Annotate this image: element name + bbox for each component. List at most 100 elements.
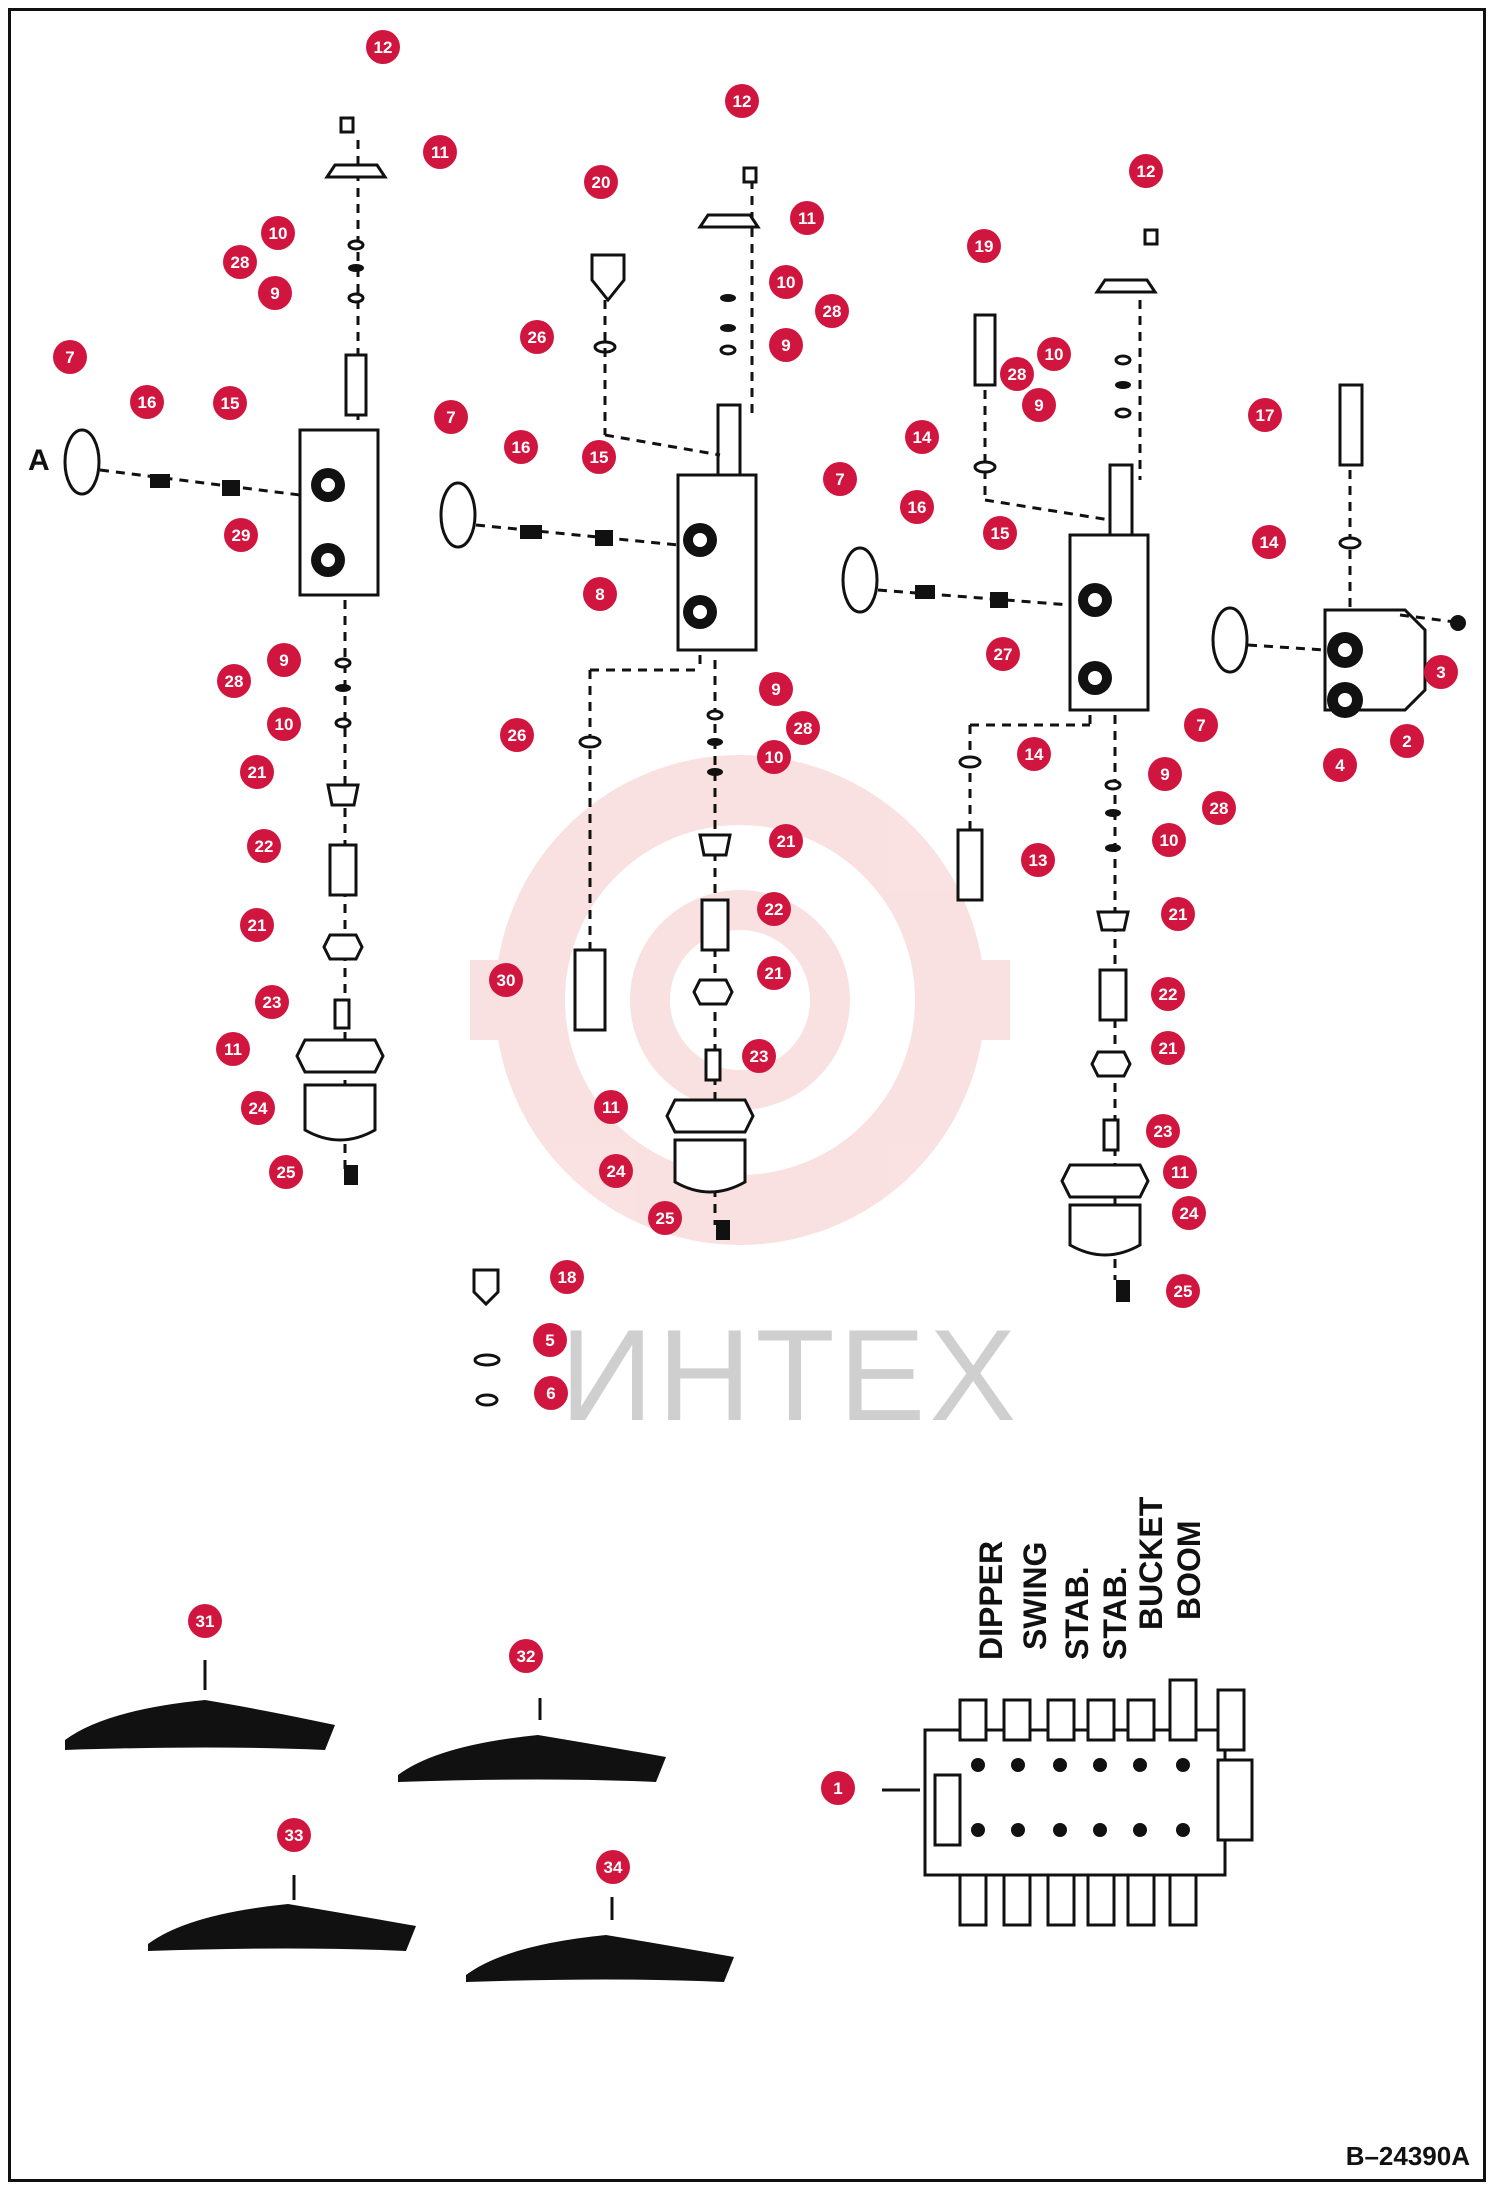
callout-19: 19 bbox=[967, 229, 1001, 263]
section-label-dipper: DIPPER bbox=[973, 1541, 1009, 1660]
callout-15c: 15 bbox=[983, 516, 1017, 550]
callout-9c: 9 bbox=[769, 328, 803, 362]
callout-32: 32 bbox=[509, 1639, 543, 1673]
svg-text:23: 23 bbox=[263, 993, 282, 1012]
svg-text:10: 10 bbox=[765, 748, 784, 767]
svg-text:14: 14 bbox=[1260, 533, 1279, 552]
callout-17: 17 bbox=[1248, 398, 1282, 432]
callout-28b: 28 bbox=[217, 664, 251, 698]
callout-4: 4 bbox=[1323, 748, 1357, 782]
svg-text:27: 27 bbox=[994, 645, 1013, 664]
svg-text:21: 21 bbox=[765, 964, 784, 983]
callout-11a: 11 bbox=[423, 135, 457, 169]
svg-text:12: 12 bbox=[1137, 162, 1156, 181]
svg-text:8: 8 bbox=[595, 585, 604, 604]
callout-10b: 10 bbox=[267, 707, 301, 741]
svg-text:2: 2 bbox=[1402, 732, 1411, 751]
svg-text:22: 22 bbox=[255, 837, 274, 856]
svg-text:22: 22 bbox=[765, 900, 784, 919]
callout-16a: 16 bbox=[130, 385, 164, 419]
callout-24c: 24 bbox=[1172, 1196, 1206, 1230]
diagram-frame bbox=[8, 8, 1486, 2182]
callout-23b: 23 bbox=[742, 1039, 776, 1073]
callout-7d: 7 bbox=[1184, 708, 1218, 742]
callout-16b: 16 bbox=[504, 430, 538, 464]
svg-text:14: 14 bbox=[1025, 745, 1044, 764]
svg-text:29: 29 bbox=[232, 526, 251, 545]
svg-text:6: 6 bbox=[546, 1384, 555, 1403]
callout-30: 30 bbox=[489, 963, 523, 997]
callout-1: 1 bbox=[821, 1771, 855, 1805]
svg-text:9: 9 bbox=[279, 651, 288, 670]
watermark-gear-icon bbox=[470, 755, 1010, 1245]
valve-section-center bbox=[439, 166, 761, 1407]
svg-text:21: 21 bbox=[248, 916, 267, 935]
callout-10f: 10 bbox=[1152, 823, 1186, 857]
svg-text:10: 10 bbox=[275, 715, 294, 734]
section-label-boom: BOOM bbox=[1171, 1520, 1207, 1620]
callout-14b: 14 bbox=[1017, 737, 1051, 771]
callout-9e: 9 bbox=[1022, 388, 1056, 422]
svg-text:15: 15 bbox=[991, 524, 1010, 543]
callout-11d: 11 bbox=[594, 1090, 628, 1124]
svg-text:15: 15 bbox=[221, 394, 240, 413]
svg-text:16: 16 bbox=[908, 498, 927, 517]
callout-15a: 15 bbox=[213, 386, 247, 420]
callout-6: 6 bbox=[534, 1376, 568, 1410]
svg-text:21: 21 bbox=[248, 763, 267, 782]
callout-13: 13 bbox=[1021, 843, 1055, 877]
callout-23c: 23 bbox=[1146, 1114, 1180, 1148]
svg-text:26: 26 bbox=[528, 328, 547, 347]
callout-31: 31 bbox=[188, 1604, 222, 1638]
svg-text:7: 7 bbox=[835, 470, 844, 489]
callout-10c: 10 bbox=[769, 265, 803, 299]
callout-22c: 22 bbox=[1151, 977, 1185, 1011]
svg-text:32: 32 bbox=[517, 1647, 536, 1666]
callout-34: 34 bbox=[596, 1850, 630, 1884]
svg-text:28: 28 bbox=[794, 719, 813, 738]
callout-27: 27 bbox=[986, 637, 1020, 671]
callout-9d: 9 bbox=[759, 672, 793, 706]
callout-24b: 24 bbox=[599, 1154, 633, 1188]
svg-text:24: 24 bbox=[249, 1099, 268, 1118]
svg-text:10: 10 bbox=[1160, 831, 1179, 850]
callout-25c: 25 bbox=[1166, 1274, 1200, 1308]
callout-21f: 21 bbox=[1151, 1031, 1185, 1065]
svg-text:12: 12 bbox=[733, 92, 752, 111]
svg-text:21: 21 bbox=[777, 832, 796, 851]
svg-text:7: 7 bbox=[446, 408, 455, 427]
callout-23a: 23 bbox=[255, 985, 289, 1019]
callout-12b: 12 bbox=[725, 84, 759, 118]
svg-text:21: 21 bbox=[1169, 905, 1188, 924]
section-label-bucket: BUCKET bbox=[1133, 1496, 1169, 1630]
callout-10d: 10 bbox=[757, 740, 791, 774]
svg-text:28: 28 bbox=[1210, 799, 1229, 818]
svg-text:25: 25 bbox=[656, 1209, 675, 1228]
valve-assembly bbox=[882, 1678, 1254, 1927]
callout-28a: 28 bbox=[223, 245, 257, 279]
callout-24a: 24 bbox=[241, 1091, 275, 1125]
svg-text:7: 7 bbox=[1196, 716, 1205, 735]
callout-9a: 9 bbox=[258, 276, 292, 310]
watermark-text: ИНТЕХ bbox=[560, 1302, 1021, 1448]
svg-text:22: 22 bbox=[1159, 985, 1178, 1004]
section-label-stab-1: STAB. bbox=[1059, 1566, 1095, 1660]
callout-15b: 15 bbox=[582, 440, 616, 474]
seal-kits bbox=[65, 1660, 734, 1982]
svg-text:9: 9 bbox=[781, 336, 790, 355]
callout-14a: 14 bbox=[905, 420, 939, 454]
callout-3: 3 bbox=[1424, 655, 1458, 689]
svg-text:1: 1 bbox=[833, 1779, 842, 1798]
svg-text:25: 25 bbox=[277, 1163, 296, 1182]
svg-text:24: 24 bbox=[607, 1162, 626, 1181]
section-label-swing: SWING bbox=[1017, 1542, 1053, 1650]
svg-text:11: 11 bbox=[431, 143, 449, 162]
svg-text:9: 9 bbox=[1034, 396, 1043, 415]
callout-10e: 10 bbox=[1037, 337, 1071, 371]
svg-text:13: 13 bbox=[1029, 851, 1048, 870]
svg-text:21: 21 bbox=[1159, 1039, 1178, 1058]
svg-text:9: 9 bbox=[270, 284, 279, 303]
callout-9b: 9 bbox=[267, 643, 301, 677]
svg-text:28: 28 bbox=[1008, 365, 1027, 384]
callout-22b: 22 bbox=[757, 892, 791, 926]
